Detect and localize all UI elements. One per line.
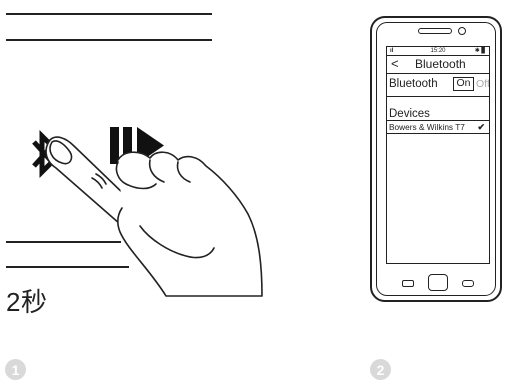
devices-heading: Devices <box>389 108 430 120</box>
back-arrow-icon[interactable]: < <box>391 55 399 73</box>
screen-title: Bluetooth <box>415 55 466 73</box>
bluetooth-on-toggle[interactable]: On <box>453 77 474 91</box>
bluetooth-off-toggle[interactable]: Off <box>476 77 490 91</box>
earpiece-speaker <box>418 28 452 34</box>
checkmark-icon: ✔ <box>477 121 485 133</box>
device-name: Bowers & Wilkins T7 <box>389 121 465 133</box>
screen-header: < Bluetooth <box>387 55 489 74</box>
recent-apps-button[interactable] <box>402 280 414 287</box>
step-1-badge: 1 <box>5 359 26 380</box>
front-camera-icon <box>458 27 466 35</box>
phone-screen: ıl 15:20 ✱ ▊ < Bluetooth Bluetooth On Of… <box>386 46 490 264</box>
finger-pressing-illustration <box>0 0 300 300</box>
device-list-item[interactable]: Bowers & Wilkins T7 ✔ <box>387 120 489 134</box>
battery-icon: ✱ ▊ <box>475 47 486 55</box>
back-button[interactable] <box>462 280 474 287</box>
bluetooth-setting-row: Bluetooth On Off <box>387 73 489 97</box>
home-button[interactable] <box>428 274 448 291</box>
smartphone: ıl 15:20 ✱ ▊ < Bluetooth Bluetooth On Of… <box>370 16 502 302</box>
step-2-badge: 2 <box>370 359 391 380</box>
bluetooth-setting-label: Bluetooth <box>389 78 438 90</box>
hold-duration-label: 2秒 <box>6 282 47 319</box>
status-time: 15:20 <box>387 47 489 55</box>
